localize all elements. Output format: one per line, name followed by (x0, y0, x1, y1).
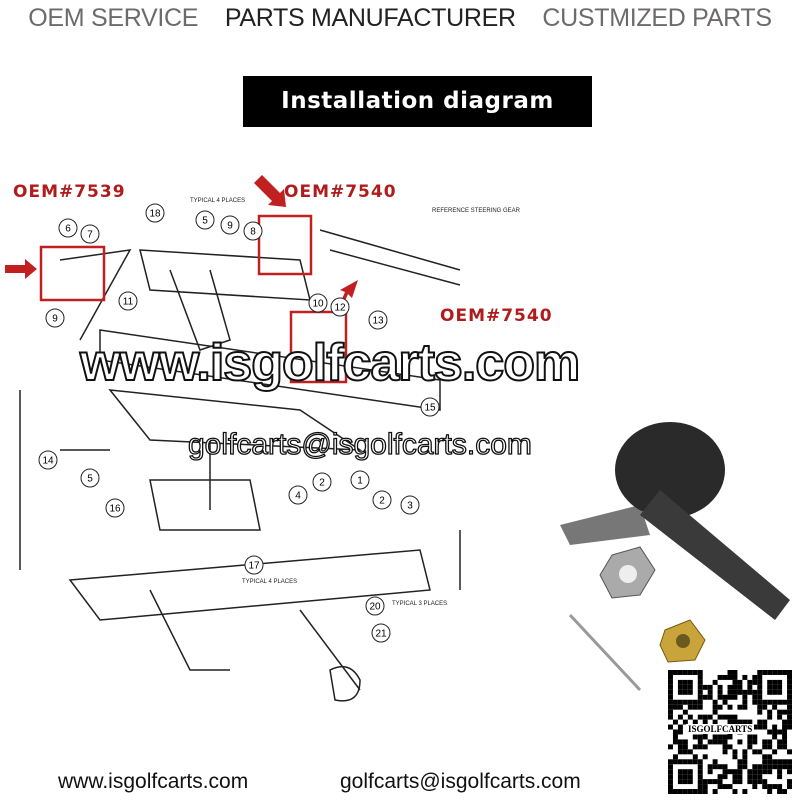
callout-number: 9 (52, 314, 58, 325)
diagram-linework (19, 229, 461, 702)
callout-4: 4 (288, 485, 308, 505)
callout-number: 21 (375, 629, 387, 640)
watermark-site: www.isgolfcarts.com (79, 333, 581, 393)
callout-circle (372, 490, 392, 510)
callout-5: 5 (195, 210, 215, 230)
tagline-parts-manufacturer: PARTS MANUFACTURER (224, 4, 516, 32)
callout-circle (118, 291, 138, 311)
callout-circle (420, 397, 440, 417)
callout-5: 5 (80, 468, 100, 488)
tagline-customized-parts: CUSTMIZED PARTS (542, 4, 772, 32)
callout-number: 3 (407, 501, 413, 512)
callout-circle (195, 210, 215, 230)
callout-21: 21 (371, 623, 391, 643)
callout-number: 8 (250, 227, 256, 238)
callout-circle (220, 215, 240, 235)
callout-number: 9 (227, 221, 233, 232)
callout-circle (371, 623, 391, 643)
callout-circle (288, 485, 308, 505)
oem-label-7539: OEM#7539 (13, 182, 126, 202)
callout-7: 7 (80, 224, 100, 244)
callout-3: 3 (400, 495, 420, 515)
callout-circle (243, 221, 263, 241)
qr-code (668, 670, 792, 794)
callout-9: 9 (220, 215, 240, 235)
qr-label: ISGOLFCARTS (686, 724, 755, 734)
callout-circle (312, 472, 332, 492)
callout-2: 2 (312, 472, 332, 492)
tie-rod-thread-short (560, 505, 650, 545)
callout-13: 13 (368, 310, 388, 330)
callout-number: 15 (424, 403, 436, 414)
installation-diagram-banner: Installation diagram (243, 76, 592, 127)
callout-circle (45, 308, 65, 328)
callout-number: 20 (369, 602, 381, 613)
note-typical-4-places-2: TYPICAL 4 PLACES (242, 579, 297, 585)
callout-circle (145, 203, 165, 223)
note-typical-3-places: TYPICAL 3 PLACES (392, 601, 447, 607)
callout-15: 15 (420, 397, 440, 417)
callout-circle (308, 293, 328, 313)
footer-website[interactable]: www.isgolfcarts.com (58, 770, 249, 793)
callout-circle (365, 596, 385, 616)
callout-number: 6 (65, 224, 71, 235)
callout-12: 12 (330, 297, 350, 317)
callout-8: 8 (243, 221, 263, 241)
callout-number: 5 (202, 216, 208, 227)
callout-14: 14 (38, 450, 58, 470)
callout-number: 1 (357, 476, 363, 487)
watermark-email: golfcarts@isgolfcarts.com (187, 427, 532, 461)
callout-9: 9 (45, 308, 65, 328)
callout-number: 7 (87, 230, 93, 241)
footer-email[interactable]: golfcarts@isgolfcarts.com (340, 770, 581, 793)
callout-1: 1 (350, 470, 370, 490)
callout-circle (58, 218, 78, 238)
callout-circle (244, 555, 264, 575)
callout-circle (330, 297, 350, 317)
callout-number: 12 (334, 303, 346, 314)
callout-16: 16 (105, 498, 125, 518)
callout-number: 10 (312, 299, 324, 310)
callout-6: 6 (58, 218, 78, 238)
callout-circle (80, 468, 100, 488)
callout-number: 18 (149, 209, 161, 220)
callout-number: 11 (123, 297, 134, 308)
callout-circle (400, 495, 420, 515)
callout-20: 20 (365, 596, 385, 616)
tie-rod-housing (615, 422, 725, 518)
oem-label-7540-top: OEM#7540 (284, 182, 397, 202)
callout-2: 2 (372, 490, 392, 510)
callout-number: 16 (109, 504, 121, 515)
callout-number: 4 (295, 491, 301, 502)
tie-rod-end-photo (560, 422, 790, 692)
note-typical-4-places: TYPICAL 4 PLACES (190, 198, 245, 204)
callout-circle (38, 450, 58, 470)
callout-number: 2 (319, 478, 325, 489)
callout-number: 2 (379, 496, 385, 507)
callout-circle (350, 470, 370, 490)
callout-18: 18 (145, 203, 165, 223)
tagline-oem-service: OEM SERVICE (28, 4, 199, 32)
callout-17: 17 (244, 555, 264, 575)
callout-11: 11 (118, 291, 138, 311)
callout-number: 17 (248, 561, 260, 572)
callout-10: 10 (308, 293, 328, 313)
tie-rod-shaft (640, 490, 790, 620)
callout-number: 14 (42, 456, 54, 467)
header-taglines: OEM SERVICE PARTS MANUFACTURER CUSTMIZED… (0, 4, 800, 33)
callout-circle (80, 224, 100, 244)
note-reference-steering-gear: REFERENCE STEERING GEAR (432, 208, 521, 214)
callout-number: 13 (372, 316, 384, 327)
callout-circle (105, 498, 125, 518)
callout-circle (368, 310, 388, 330)
oem-label-7540-right: OEM#7540 (440, 306, 553, 326)
callout-number: 5 (87, 474, 93, 485)
cotter-pin-icon (568, 613, 642, 692)
